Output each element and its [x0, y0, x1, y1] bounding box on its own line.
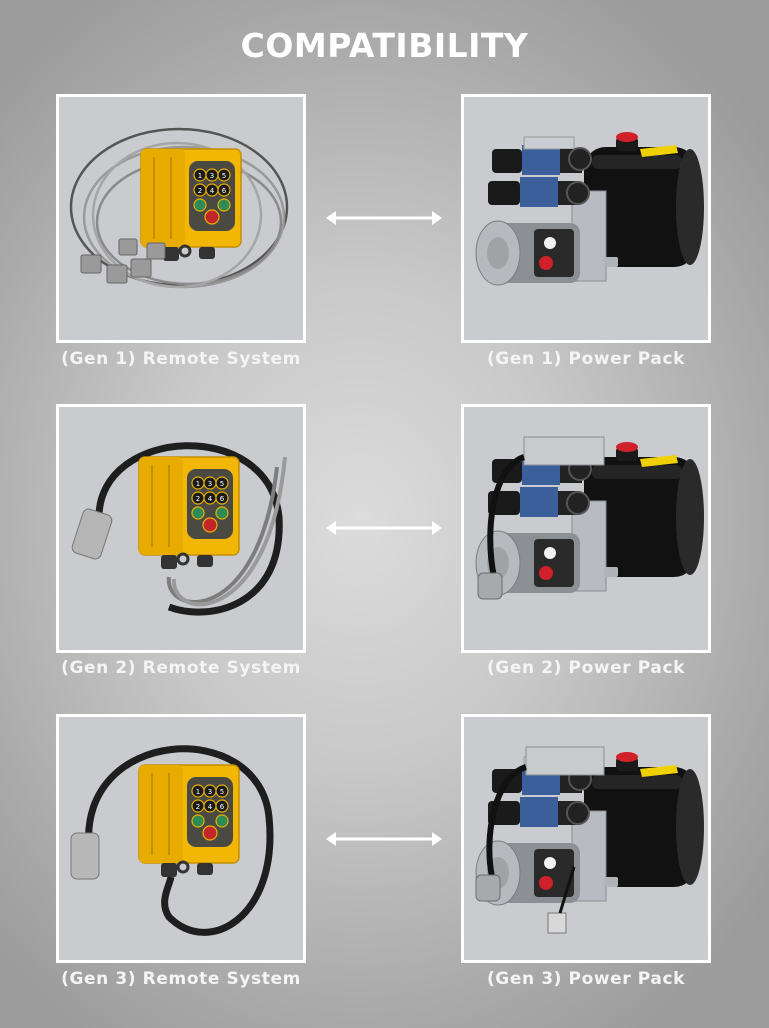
gen3-power-pack-label: (Gen 3) Power Pack [486, 969, 686, 989]
gen2-power-pack-image [461, 404, 711, 653]
gen2-remote-label: (Gen 2) Remote System [61, 658, 301, 678]
remote-illustration [69, 127, 289, 289]
page-title: COMPATIBILITY [240, 26, 529, 65]
gen3-power-pack-image [461, 714, 711, 963]
gen2-remote-image [56, 404, 306, 653]
power-pack-illustration [475, 436, 705, 600]
gen1-remote-label: (Gen 1) Remote System [61, 349, 301, 369]
gen3-remote-image [56, 714, 306, 963]
double-arrow-icon [326, 521, 442, 535]
gen1-power-pack-image [461, 94, 711, 343]
gen2-power-pack-label: (Gen 2) Power Pack [486, 658, 686, 678]
gen3-remote-label: (Gen 3) Remote System [61, 969, 301, 989]
gen1-power-pack-label: (Gen 1) Power Pack [486, 349, 686, 369]
remote-illustration [70, 745, 274, 936]
double-arrow-icon [326, 211, 442, 225]
double-arrow-icon [326, 832, 442, 846]
power-pack-illustration [475, 131, 705, 286]
power-pack-illustration [475, 746, 705, 934]
gen1-remote-image [56, 94, 306, 343]
remote-illustration [71, 442, 287, 616]
